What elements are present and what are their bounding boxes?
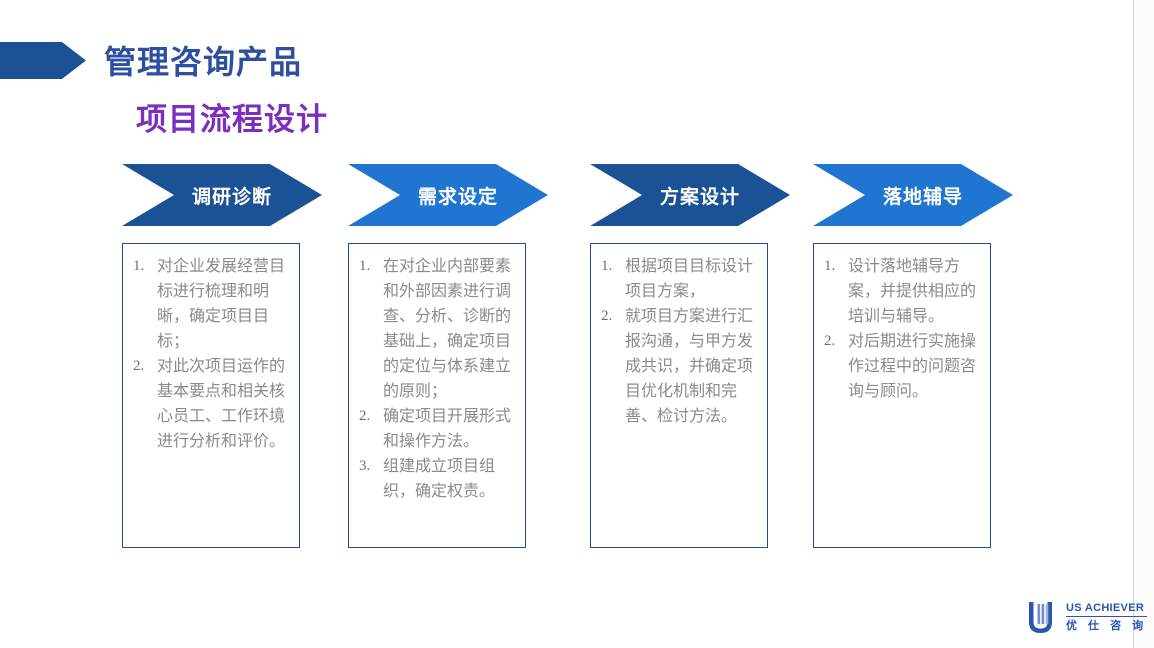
bullet-text: 就项目方案进行汇报沟通，与甲方发成共识，并确定项目优化机制和完善、检讨方法。 xyxy=(625,308,754,425)
page-subtitle: 项目流程设计 xyxy=(136,102,328,137)
stage-bullet-list-4: 1. 设计落地辅导方案，并提供相应的培训与辅导。 2. 对后期进行实施操作过程中… xyxy=(821,254,983,404)
logo-name-en: US ACHIEVER xyxy=(1066,602,1148,617)
bullet-text: 对此次项目运作的基本要点和相关核心员工、工作环境进行分析和评价。 xyxy=(157,358,286,450)
list-item: 2. 确定项目开展形式和操作方法。 xyxy=(356,404,518,454)
list-item: 2. 对此次项目运作的基本要点和相关核心员工、工作环境进行分析和评价。 xyxy=(130,354,292,454)
stage-arrow-2[interactable]: 需求设定 xyxy=(348,164,548,226)
us-achiever-logo-icon xyxy=(1029,602,1052,633)
stage-detail-box-4: 1. 设计落地辅导方案，并提供相应的培训与辅导。 2. 对后期进行实施操作过程中… xyxy=(813,243,991,548)
stage-label-1: 调研诊断 xyxy=(191,186,272,208)
stage-detail-box-3: 1. 根据项目目标设计项目方案， 2. 就项目方案进行汇报沟通，与甲方发成共识，… xyxy=(590,243,768,548)
stage-bullet-list-2: 1. 在对企业内部要素和外部因素进行调查、分析、诊断的基础上，确定项目的定位与体… xyxy=(356,254,518,504)
stage-bullet-list-3: 1. 根据项目目标设计项目方案， 2. 就项目方案进行汇报沟通，与甲方发成共识，… xyxy=(598,254,760,429)
bullet-text: 根据项目目标设计项目方案， xyxy=(625,258,754,300)
list-item: 3. 组建成立项目组织，确定权责。 xyxy=(356,454,518,504)
stage-label-2: 需求设定 xyxy=(417,186,498,208)
list-item: 1. 在对企业内部要素和外部因素进行调查、分析、诊断的基础上，确定项目的定位与体… xyxy=(356,254,518,404)
bullet-text: 确定项目开展形式和操作方法。 xyxy=(383,408,512,450)
stage-arrow-3[interactable]: 方案设计 xyxy=(590,164,790,226)
bullet-number: 2. xyxy=(601,308,613,324)
stage-detail-box-1: 1. 对企业发展经营目标进行梳理和明晰，确定项目目标； 2. 对此次项目运作的基… xyxy=(122,243,300,548)
page-title: 管理咨询产品 xyxy=(104,44,303,80)
bullet-number: 1. xyxy=(824,258,836,274)
bullet-number: 2. xyxy=(824,333,836,349)
page-edge-shade xyxy=(1134,0,1154,648)
list-item: 2. 对后期进行实施操作过程中的问题咨询与顾问。 xyxy=(821,329,983,404)
page-edge-divider xyxy=(1133,0,1134,648)
bullet-number: 2. xyxy=(133,358,145,374)
bullet-number: 3. xyxy=(359,458,371,474)
bullet-text: 组建成立项目组织，确定权责。 xyxy=(383,458,496,500)
bullet-number: 1. xyxy=(133,258,145,274)
bullet-text: 对企业发展经营目标进行梳理和明晰，确定项目目标； xyxy=(157,258,286,350)
stage-bullet-list-1: 1. 对企业发展经营目标进行梳理和明晰，确定项目目标； 2. 对此次项目运作的基… xyxy=(130,254,292,454)
stage-detail-box-2: 1. 在对企业内部要素和外部因素进行调查、分析、诊断的基础上，确定项目的定位与体… xyxy=(348,243,526,548)
list-item: 2. 就项目方案进行汇报沟通，与甲方发成共识，并确定项目优化机制和完善、检讨方法… xyxy=(598,304,760,429)
bullet-number: 1. xyxy=(601,258,613,274)
bullet-text: 在对企业内部要素和外部因素进行调查、分析、诊断的基础上，确定项目的定位与体系建立… xyxy=(383,258,512,400)
stage-label-4: 落地辅导 xyxy=(882,186,963,208)
stage-arrow-4[interactable]: 落地辅导 xyxy=(813,164,1013,226)
logo-text-block: US ACHIEVER 优 仕 咨 询 xyxy=(1066,602,1148,634)
list-item: 1. 对企业发展经营目标进行梳理和明晰，确定项目目标； xyxy=(130,254,292,354)
list-item: 1. 设计落地辅导方案，并提供相应的培训与辅导。 xyxy=(821,254,983,329)
footer-logo: US ACHIEVER 优 仕 咨 询 xyxy=(1026,600,1148,636)
header-accent-arrow xyxy=(0,42,86,79)
stage-arrow-1[interactable]: 调研诊断 xyxy=(122,164,322,226)
logo-name-cn: 优 仕 咨 询 xyxy=(1066,620,1148,632)
bullet-number: 2. xyxy=(359,408,371,424)
bullet-text: 设计落地辅导方案，并提供相应的培训与辅导。 xyxy=(848,258,977,325)
bullet-number: 1. xyxy=(359,258,371,274)
bullet-text: 对后期进行实施操作过程中的问题咨询与顾问。 xyxy=(848,333,977,400)
list-item: 1. 根据项目目标设计项目方案， xyxy=(598,254,760,304)
stage-label-3: 方案设计 xyxy=(659,186,740,208)
